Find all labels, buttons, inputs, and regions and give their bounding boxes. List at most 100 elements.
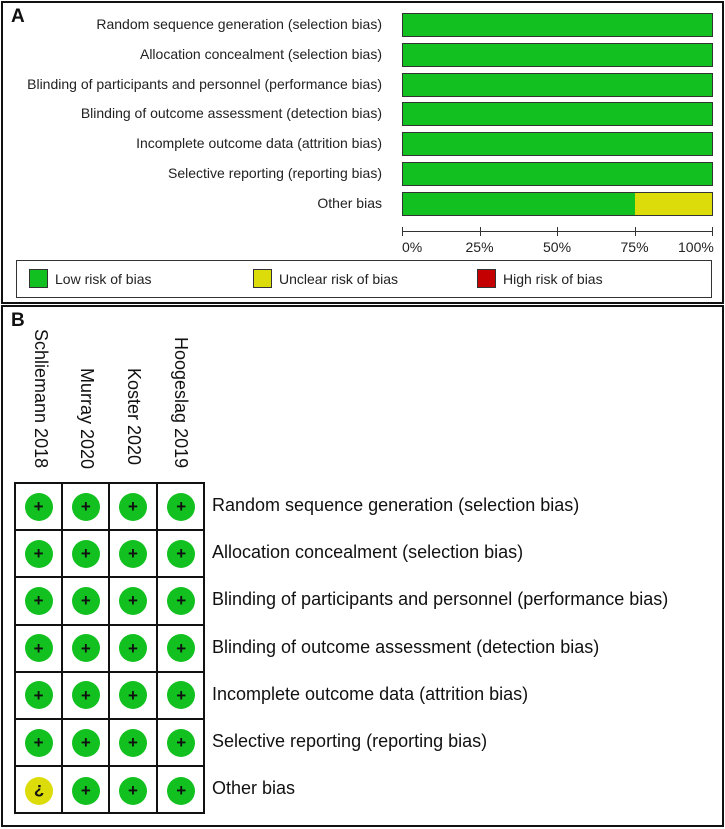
- judgement-cell: +: [158, 767, 205, 814]
- legend-swatch-low: [29, 269, 48, 288]
- panel-b-letter: B: [11, 310, 25, 331]
- judgement-cell: +: [63, 767, 111, 815]
- judgement-cell: +: [110, 578, 158, 626]
- study-label-hoogeslag-2019: Hoogeslag 2019: [171, 337, 191, 469]
- judgement-low-plus-icon: +: [118, 492, 147, 521]
- x-tick-label: 0%: [402, 239, 423, 255]
- panel-a-letter: A: [11, 6, 25, 27]
- bar-allocation-concealment-selection-bias: [402, 42, 713, 67]
- domain-label-selective-reporting-reporting-bias: Selective reporting (reporting bias): [212, 731, 488, 751]
- judgement-cell: +: [110, 767, 158, 815]
- x-tick-label: 100%: [678, 239, 714, 255]
- bar-other-bias: [402, 191, 713, 216]
- bar-segment-low: [403, 43, 712, 66]
- domain-label-blinding-of-participants-and-personnel-performance-bias: Blinding of participants and personnel (…: [212, 589, 669, 610]
- bar-blinding-of-outcome-assessment-detection-bias: [402, 102, 713, 127]
- bar-random-sequence-generation-selection-bias: [402, 13, 713, 37]
- bar-label-other-bias: Other bias: [317, 194, 382, 211]
- judgement-low-plus-icon: +: [24, 681, 53, 710]
- judgement-low-plus-icon: +: [24, 728, 53, 757]
- judgement-cell: +: [157, 578, 205, 626]
- bar-label-selective-reporting-reporting-bias: Selective reporting (reporting bias): [168, 165, 382, 181]
- domain-label-blinding-of-outcome-assessment-detection-bias: Blinding of outcome assessment (detectio…: [212, 636, 600, 657]
- legend-label-low: Low risk of bias: [55, 270, 152, 287]
- legend: Low risk of bias Unclear risk of bias Hi…: [16, 260, 712, 298]
- study-label-koster-2020: Koster 2020: [124, 368, 144, 466]
- legend-item-unclear: Unclear risk of bias: [253, 269, 398, 288]
- risk-of-bias-graph-panel: A Random sequence generation (selection …: [1, 1, 724, 304]
- x-tick-mark: [479, 227, 481, 236]
- bar-segment-unclear: [634, 192, 712, 215]
- judgement-cell: +: [110, 720, 158, 768]
- bar-segment-low: [403, 73, 712, 96]
- bar-segment-low: [403, 14, 712, 36]
- judgement-low-plus-icon: +: [167, 681, 196, 710]
- judgement-low-plus-icon: +: [24, 492, 53, 521]
- judgement-low-plus-icon: +: [118, 586, 147, 615]
- judgement-cell: +: [157, 720, 205, 768]
- judgement-low-plus-icon: +: [118, 681, 147, 710]
- judgement-low-plus-icon: +: [167, 634, 196, 663]
- judgement-cell: +: [110, 625, 158, 673]
- legend-item-high: High risk of bias: [477, 269, 603, 288]
- judgement-unclear-question-icon: ?: [24, 776, 53, 805]
- x-tick-mark: [634, 227, 636, 236]
- judgement-low-plus-icon: +: [118, 539, 147, 568]
- study-label-schliemann-2018: Schliemann 2018: [31, 329, 51, 469]
- judgement-cell: +: [63, 672, 111, 720]
- legend-label-unclear: Unclear risk of bias: [279, 270, 399, 287]
- judgement-low-plus-icon: +: [71, 728, 100, 757]
- judgement-low-plus-icon: +: [167, 492, 196, 521]
- judgement-low-plus-icon: +: [71, 681, 100, 710]
- bar-label-random-sequence-generation-selection-bias: Random sequence generation (selection bi…: [96, 16, 382, 32]
- bar-segment-low: [403, 103, 712, 126]
- legend-swatch-unclear: [253, 269, 272, 288]
- judgement-cell: +: [63, 531, 111, 579]
- x-tick-mark: [402, 227, 403, 236]
- judgement-cell: +: [110, 484, 158, 532]
- x-tick-label: 75%: [620, 239, 649, 255]
- domain-label-incomplete-outcome-data-attrition-bias: Incomplete outcome data (attrition bias): [212, 683, 529, 704]
- bar-label-blinding-of-outcome-assessment-detection-bias: Blinding of outcome assessment (detectio…: [80, 105, 382, 122]
- x-tick-mark: [712, 227, 713, 236]
- judgement-low-plus-icon: +: [118, 776, 147, 805]
- domain-label-random-sequence-generation-selection-bias: Random sequence generation (selection bi…: [212, 495, 580, 515]
- x-tick-mark: [557, 227, 558, 236]
- judgement-cell: +: [157, 484, 205, 532]
- judgement-low-plus-icon: +: [24, 586, 53, 615]
- x-tick-label: 50%: [543, 239, 572, 255]
- domain-label-allocation-concealment-selection-bias: Allocation concealment (selection bias): [212, 542, 524, 563]
- bar-segment-low: [403, 192, 635, 215]
- bar-incomplete-outcome-data-attrition-bias: [402, 132, 713, 157]
- judgement-low-plus-icon: +: [71, 492, 100, 521]
- judgement-grid: ++++++++++++++++++++++++?+++: [14, 482, 205, 815]
- judgement-low-plus-icon: +: [167, 586, 196, 615]
- judgement-cell: +: [16, 720, 64, 768]
- judgement-low-plus-icon: +: [71, 634, 100, 663]
- legend-label-high: High risk of bias: [503, 270, 603, 287]
- judgement-low-plus-icon: +: [118, 728, 147, 757]
- judgement-low-plus-icon: +: [24, 634, 53, 663]
- x-tick-label: 25%: [465, 239, 494, 255]
- judgement-cell: +: [110, 531, 158, 579]
- bar-selective-reporting-reporting-bias: [402, 162, 713, 186]
- judgement-low-plus-icon: +: [118, 634, 147, 663]
- bar-segment-low: [403, 163, 712, 185]
- bar-label-incomplete-outcome-data-attrition-bias: Incomplete outcome data (attrition bias): [136, 135, 382, 152]
- judgement-cell: +: [63, 578, 111, 626]
- judgement-cell: +: [16, 625, 64, 673]
- judgement-cell: +: [157, 673, 205, 720]
- bar-label-allocation-concealment-selection-bias: Allocation concealment (selection bias): [139, 45, 382, 62]
- judgement-low-plus-icon: +: [71, 586, 100, 615]
- judgement-cell: ?: [16, 767, 64, 815]
- bar-label-blinding-of-participants-and-personnel-performance-bias: Blinding of participants and personnel (…: [27, 75, 382, 92]
- bar-segment-low: [403, 133, 712, 156]
- study-label-murray-2020: Murray 2020: [77, 368, 97, 470]
- judgement-low-plus-icon: +: [167, 539, 196, 568]
- legend-swatch-high: [477, 269, 496, 288]
- judgement-low-plus-icon: +: [71, 539, 100, 568]
- judgement-cell: +: [16, 578, 64, 626]
- judgement-low-plus-icon: +: [24, 539, 53, 568]
- judgement-cell: +: [63, 720, 111, 768]
- judgement-cell: +: [63, 484, 111, 532]
